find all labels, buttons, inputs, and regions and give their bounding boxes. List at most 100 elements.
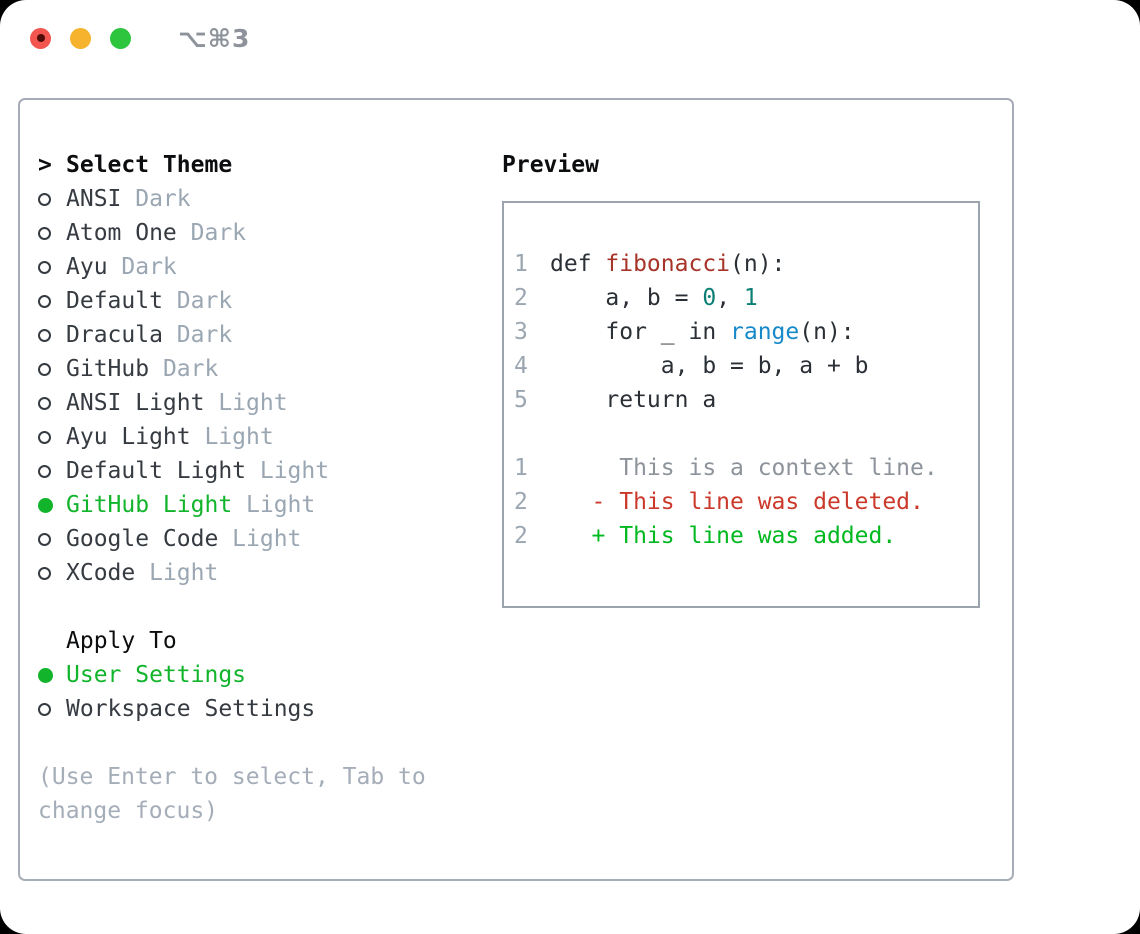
theme-variant: Light: [246, 492, 316, 518]
theme-option-default[interactable]: Default Dark: [38, 284, 486, 318]
radio-selected-icon: [38, 488, 66, 522]
theme-variant: Light: [259, 458, 330, 484]
token-plain: (n):: [730, 251, 786, 277]
line-number: 1: [514, 251, 528, 277]
radio-icon: [38, 352, 66, 386]
theme-variant: Dark: [176, 288, 233, 314]
close-dot-icon: [36, 34, 45, 42]
theme-option-github-light[interactable]: GitHub Light Light: [38, 488, 486, 522]
code-text: def fibonacci(n):: [550, 247, 785, 281]
line-number: 2: [514, 285, 528, 311]
token-plain: return a: [550, 387, 717, 413]
theme-variant: Dark: [135, 186, 191, 212]
theme-option-ansi[interactable]: ANSI Dark: [38, 182, 486, 216]
radio-icon: [38, 216, 66, 250]
radio-icon: [38, 182, 66, 216]
theme-name: GitHub Light: [66, 492, 233, 518]
code-text: for _ in range(n):: [550, 315, 855, 349]
code-text: a, b = b, a + b: [550, 349, 869, 383]
theme-variant: Dark: [176, 322, 233, 348]
radio-icon: [38, 386, 66, 420]
select-theme-header: > Select Theme: [38, 148, 486, 182]
radio-icon: [38, 318, 66, 352]
token-plain: (n):: [799, 319, 855, 345]
diff-line-deleted: 2 - This line was deleted.: [514, 485, 978, 519]
apply-option-label: User Settings: [66, 662, 247, 688]
code-line: 2 a, b = 0, 1: [514, 281, 978, 315]
theme-option-dracula[interactable]: Dracula Dark: [38, 318, 486, 352]
close-button[interactable]: [30, 27, 51, 49]
theme-name: Dracula: [66, 322, 163, 348]
theme-name: Default: [66, 288, 163, 314]
token-number: 0: [702, 285, 717, 311]
line-number: 3: [514, 319, 528, 345]
code-line: 5 return a: [514, 383, 978, 417]
section-title-select-theme: Select Theme: [66, 152, 233, 178]
help-text: (Use Enter to select, Tab to change focu…: [38, 764, 426, 824]
theme-variant: Dark: [190, 220, 247, 246]
theme-variant: Dark: [162, 356, 219, 382]
code-line: 1 def fibonacci(n):: [514, 247, 978, 281]
token-plain: for _ in: [550, 319, 731, 345]
diff-text: This is a context line.: [550, 455, 938, 481]
diff-line-context: 1 This is a context line.: [514, 451, 978, 485]
window-titlebar: ⌥⌘3: [30, 23, 251, 53]
token-plain: ,: [716, 285, 744, 311]
section-title-preview: Preview: [502, 152, 599, 178]
token-number: 1: [743, 285, 758, 311]
theme-variant: Light: [218, 390, 288, 416]
spacer: [38, 726, 486, 760]
minimize-button[interactable]: [70, 27, 91, 49]
spacer: [514, 417, 978, 451]
theme-name: Google Code: [66, 526, 219, 552]
token-plain: def: [550, 251, 606, 277]
radio-icon: [38, 284, 66, 318]
code-text: a, b = 0, 1: [550, 281, 758, 315]
window-title: ⌥⌘3: [178, 23, 251, 53]
theme-option-ayu-light[interactable]: Ayu Light Light: [38, 420, 486, 454]
line-number: 5: [514, 387, 528, 413]
radio-selected-icon: [38, 658, 66, 692]
theme-name: GitHub: [66, 356, 150, 382]
line-number: 1: [514, 455, 528, 481]
apply-option-workspace-settings[interactable]: Workspace Settings: [38, 692, 486, 726]
radio-icon: [38, 522, 66, 556]
token-builtin: range: [730, 319, 800, 345]
diff-preview: 1 This is a context line.2 - This line w…: [514, 451, 978, 553]
theme-name: Ayu Light: [66, 424, 191, 450]
theme-name: Atom One: [66, 220, 177, 246]
theme-option-google-code[interactable]: Google Code Light: [38, 522, 486, 556]
theme-option-github[interactable]: GitHub Dark: [38, 352, 486, 386]
token-plain: a, b = b, a + b: [550, 353, 869, 379]
apply-to-header: Apply To: [38, 624, 486, 658]
radio-icon: [38, 250, 66, 284]
theme-name: ANSI Light: [66, 390, 205, 416]
theme-option-atom-one[interactable]: Atom One Dark: [38, 216, 486, 250]
theme-name: ANSI: [66, 186, 122, 212]
theme-option-ansi-light[interactable]: ANSI Light Light: [38, 386, 486, 420]
code-text: return a: [550, 383, 716, 417]
token-func: fibonacci: [605, 251, 731, 277]
radio-icon: [38, 556, 66, 590]
radio-icon: [38, 454, 66, 488]
apply-option-user-settings[interactable]: User Settings: [38, 658, 486, 692]
theme-variant: Light: [232, 526, 302, 552]
token-plain: a, b =: [550, 285, 703, 311]
code-line: 4 a, b = b, a + b: [514, 349, 978, 383]
theme-variant: Light: [204, 424, 274, 450]
theme-option-ayu[interactable]: Ayu Dark: [38, 250, 486, 284]
zoom-button[interactable]: [110, 27, 131, 49]
theme-variant: Dark: [121, 254, 177, 280]
diff-line-added: 2 + This line was added.: [514, 519, 978, 553]
theme-name: Ayu: [66, 254, 108, 280]
apply-option-label: Workspace Settings: [66, 696, 316, 722]
